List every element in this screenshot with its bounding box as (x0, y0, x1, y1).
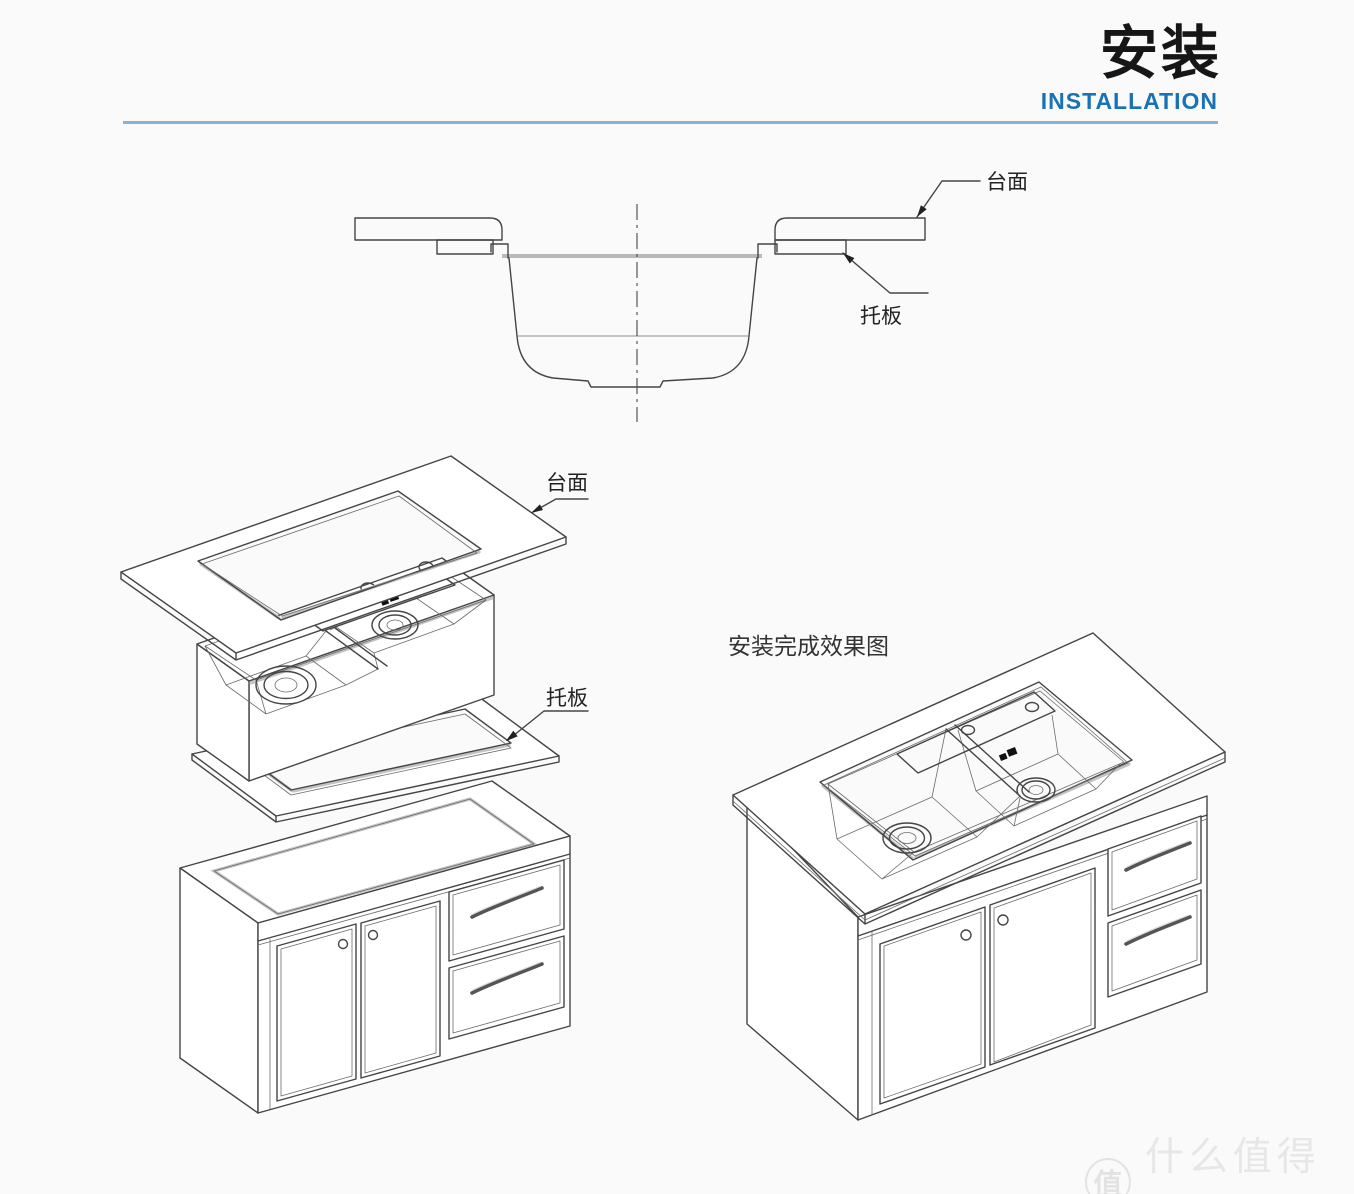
drawer-handle (1124, 841, 1192, 872)
sink (827, 690, 1125, 880)
drain-ring (882, 822, 932, 854)
exploded-view-figure: 台面 托板 (120, 455, 589, 1114)
support-plate-label: 托板 (860, 305, 902, 328)
drawer-handle (470, 962, 544, 995)
door-knob (960, 929, 972, 941)
completed-caption: 安装完成效果图 (728, 633, 889, 659)
support-plate-callout: 托板 (506, 687, 589, 741)
drain-ring (255, 665, 317, 705)
watermark: 值 什么值得买 (1085, 1126, 1354, 1194)
sink-flange-left (490, 243, 509, 259)
countertop-section-right (774, 217, 926, 241)
support-plate-label: 托板 (546, 687, 588, 710)
support-plate-section-left (436, 239, 494, 255)
drain-ring (371, 610, 419, 640)
support-plate-section-right (774, 239, 847, 255)
faucet-hole (1024, 701, 1040, 713)
countertop-label: 台面 (546, 472, 588, 495)
countertop-callout: 台面 (531, 472, 589, 513)
sink-flange-right (757, 243, 778, 259)
drain-ring (1016, 777, 1056, 803)
watermark-badge: 值 (1085, 1158, 1131, 1194)
page-title: 安装 (1099, 21, 1222, 86)
watermark-text: 什么值得买 (1144, 1136, 1321, 1194)
drawer-handle (1124, 915, 1192, 946)
countertop-section-left (354, 217, 503, 241)
faucet-hole (960, 724, 976, 736)
countertop-slab (120, 455, 567, 661)
page-subtitle: INSTALLATION (1040, 88, 1218, 114)
cross-section-figure: 台面 托板 (354, 171, 1028, 422)
header-divider (123, 121, 1218, 124)
brand-logo (998, 747, 1018, 761)
cabinet (179, 780, 571, 1114)
drawer-handle (470, 886, 544, 919)
cabinet (746, 795, 1208, 1121)
door-knob (367, 929, 379, 941)
countertop-label: 台面 (986, 171, 1028, 194)
completed-view-figure: 安装完成效果图 (728, 632, 1226, 1121)
support-plate-callout: 托板 (842, 252, 929, 328)
door-knob (337, 938, 349, 950)
countertop-slab (732, 632, 1226, 925)
countertop-callout: 台面 (916, 171, 1028, 218)
sink-bowl-profile (508, 257, 758, 388)
door-knob (997, 914, 1009, 926)
